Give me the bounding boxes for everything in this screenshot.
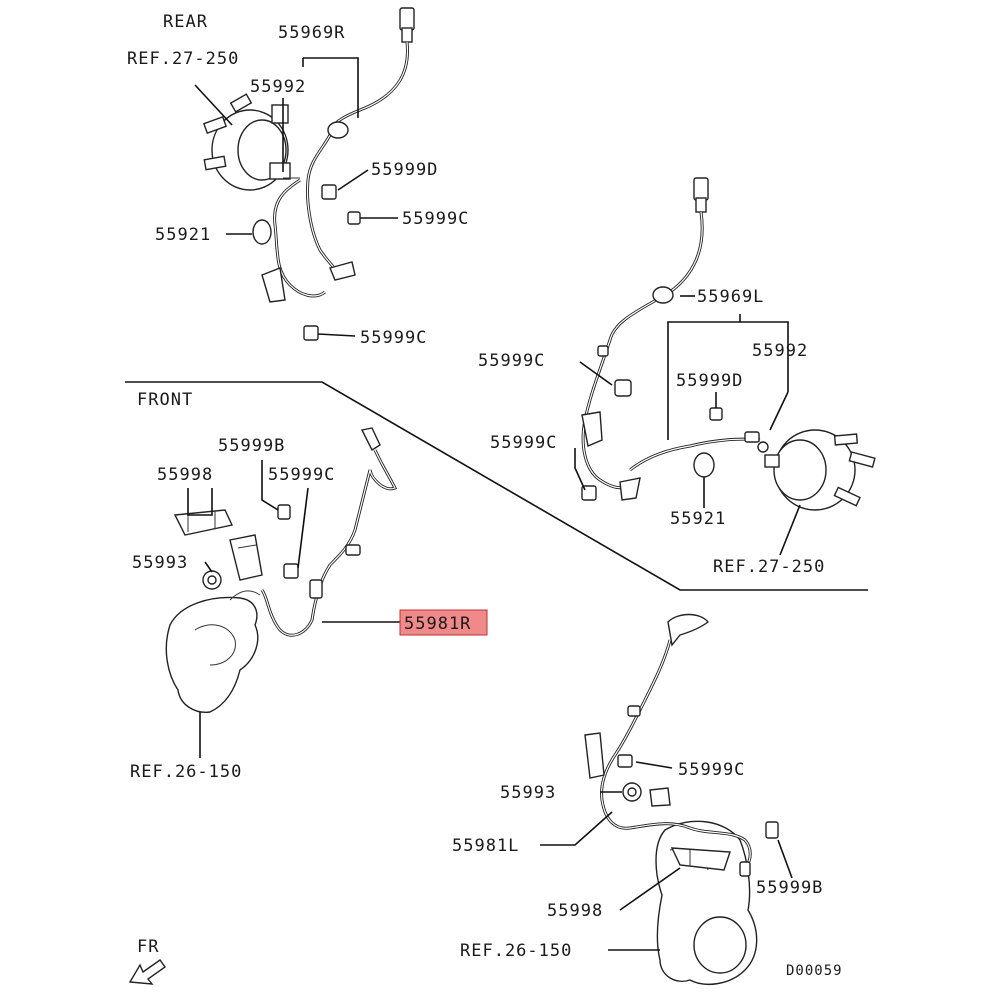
part-label-55999C[interactable]: 55999C <box>402 209 469 229</box>
part-label-55921[interactable]: 55921 <box>670 509 726 529</box>
front-left-knuckle-group <box>655 820 758 986</box>
highlight-box <box>399 609 488 636</box>
part-label-55992[interactable]: 55992 <box>752 341 808 361</box>
fr-label: FR <box>137 937 159 957</box>
part-label-55999C[interactable]: 55999C <box>478 351 545 371</box>
part-label-55992[interactable]: 55992 <box>250 77 306 97</box>
front-right-sensor-wire <box>173 427 398 637</box>
rear-right-leaders <box>194 57 398 337</box>
part-label-55993[interactable]: 55993 <box>500 783 556 803</box>
part-label-55999C[interactable]: 55999C <box>678 760 745 780</box>
part-label-55999C[interactable]: 55999C <box>490 433 557 453</box>
part-label-55998[interactable]: 55998 <box>547 901 603 921</box>
part-label-55998[interactable]: 55998 <box>157 465 213 485</box>
part-label-55999B[interactable]: 55999B <box>218 436 285 456</box>
rear-right-sensor-wire <box>252 7 415 341</box>
rear-left-hub-group <box>757 429 876 511</box>
part-label-55981L[interactable]: 55981L <box>452 836 519 856</box>
rear-left-leaders <box>574 295 801 556</box>
front-right-knuckle-group <box>165 590 261 713</box>
front-left-sensor-wire <box>584 613 779 877</box>
section-label-front: FRONT <box>137 390 193 410</box>
front-right-leaders <box>187 460 400 758</box>
ref-label: REF.26-150 <box>460 941 572 961</box>
ref-label: REF.27-250 <box>713 557 825 577</box>
part-label-55921[interactable]: 55921 <box>155 225 211 245</box>
ref-label: REF.27-250 <box>127 49 239 69</box>
front-left-leaders <box>540 761 793 951</box>
part-label-55969R[interactable]: 55969R <box>278 23 345 43</box>
part-label-55993[interactable]: 55993 <box>132 553 188 573</box>
part-label-55999D[interactable]: 55999D <box>371 160 438 180</box>
part-label-55999C[interactable]: 55999C <box>268 465 335 485</box>
front-direction-arrow-icon <box>128 959 166 985</box>
rear-left-sensor-wire <box>581 177 761 501</box>
part-label-55999C[interactable]: 55999C <box>360 328 427 348</box>
part-label-55981R[interactable]: 55981R <box>404 614 471 634</box>
part-label-55999D[interactable]: 55999D <box>676 371 743 391</box>
section-label-rear: REAR <box>163 12 208 32</box>
part-label-55999B[interactable]: 55999B <box>756 878 823 898</box>
diagram-code: D00059 <box>786 963 843 979</box>
section-divider <box>125 381 868 591</box>
ref-label: REF.26-150 <box>130 762 242 782</box>
part-label-55969L[interactable]: 55969L <box>697 287 764 307</box>
rear-right-hub-group <box>202 93 291 191</box>
